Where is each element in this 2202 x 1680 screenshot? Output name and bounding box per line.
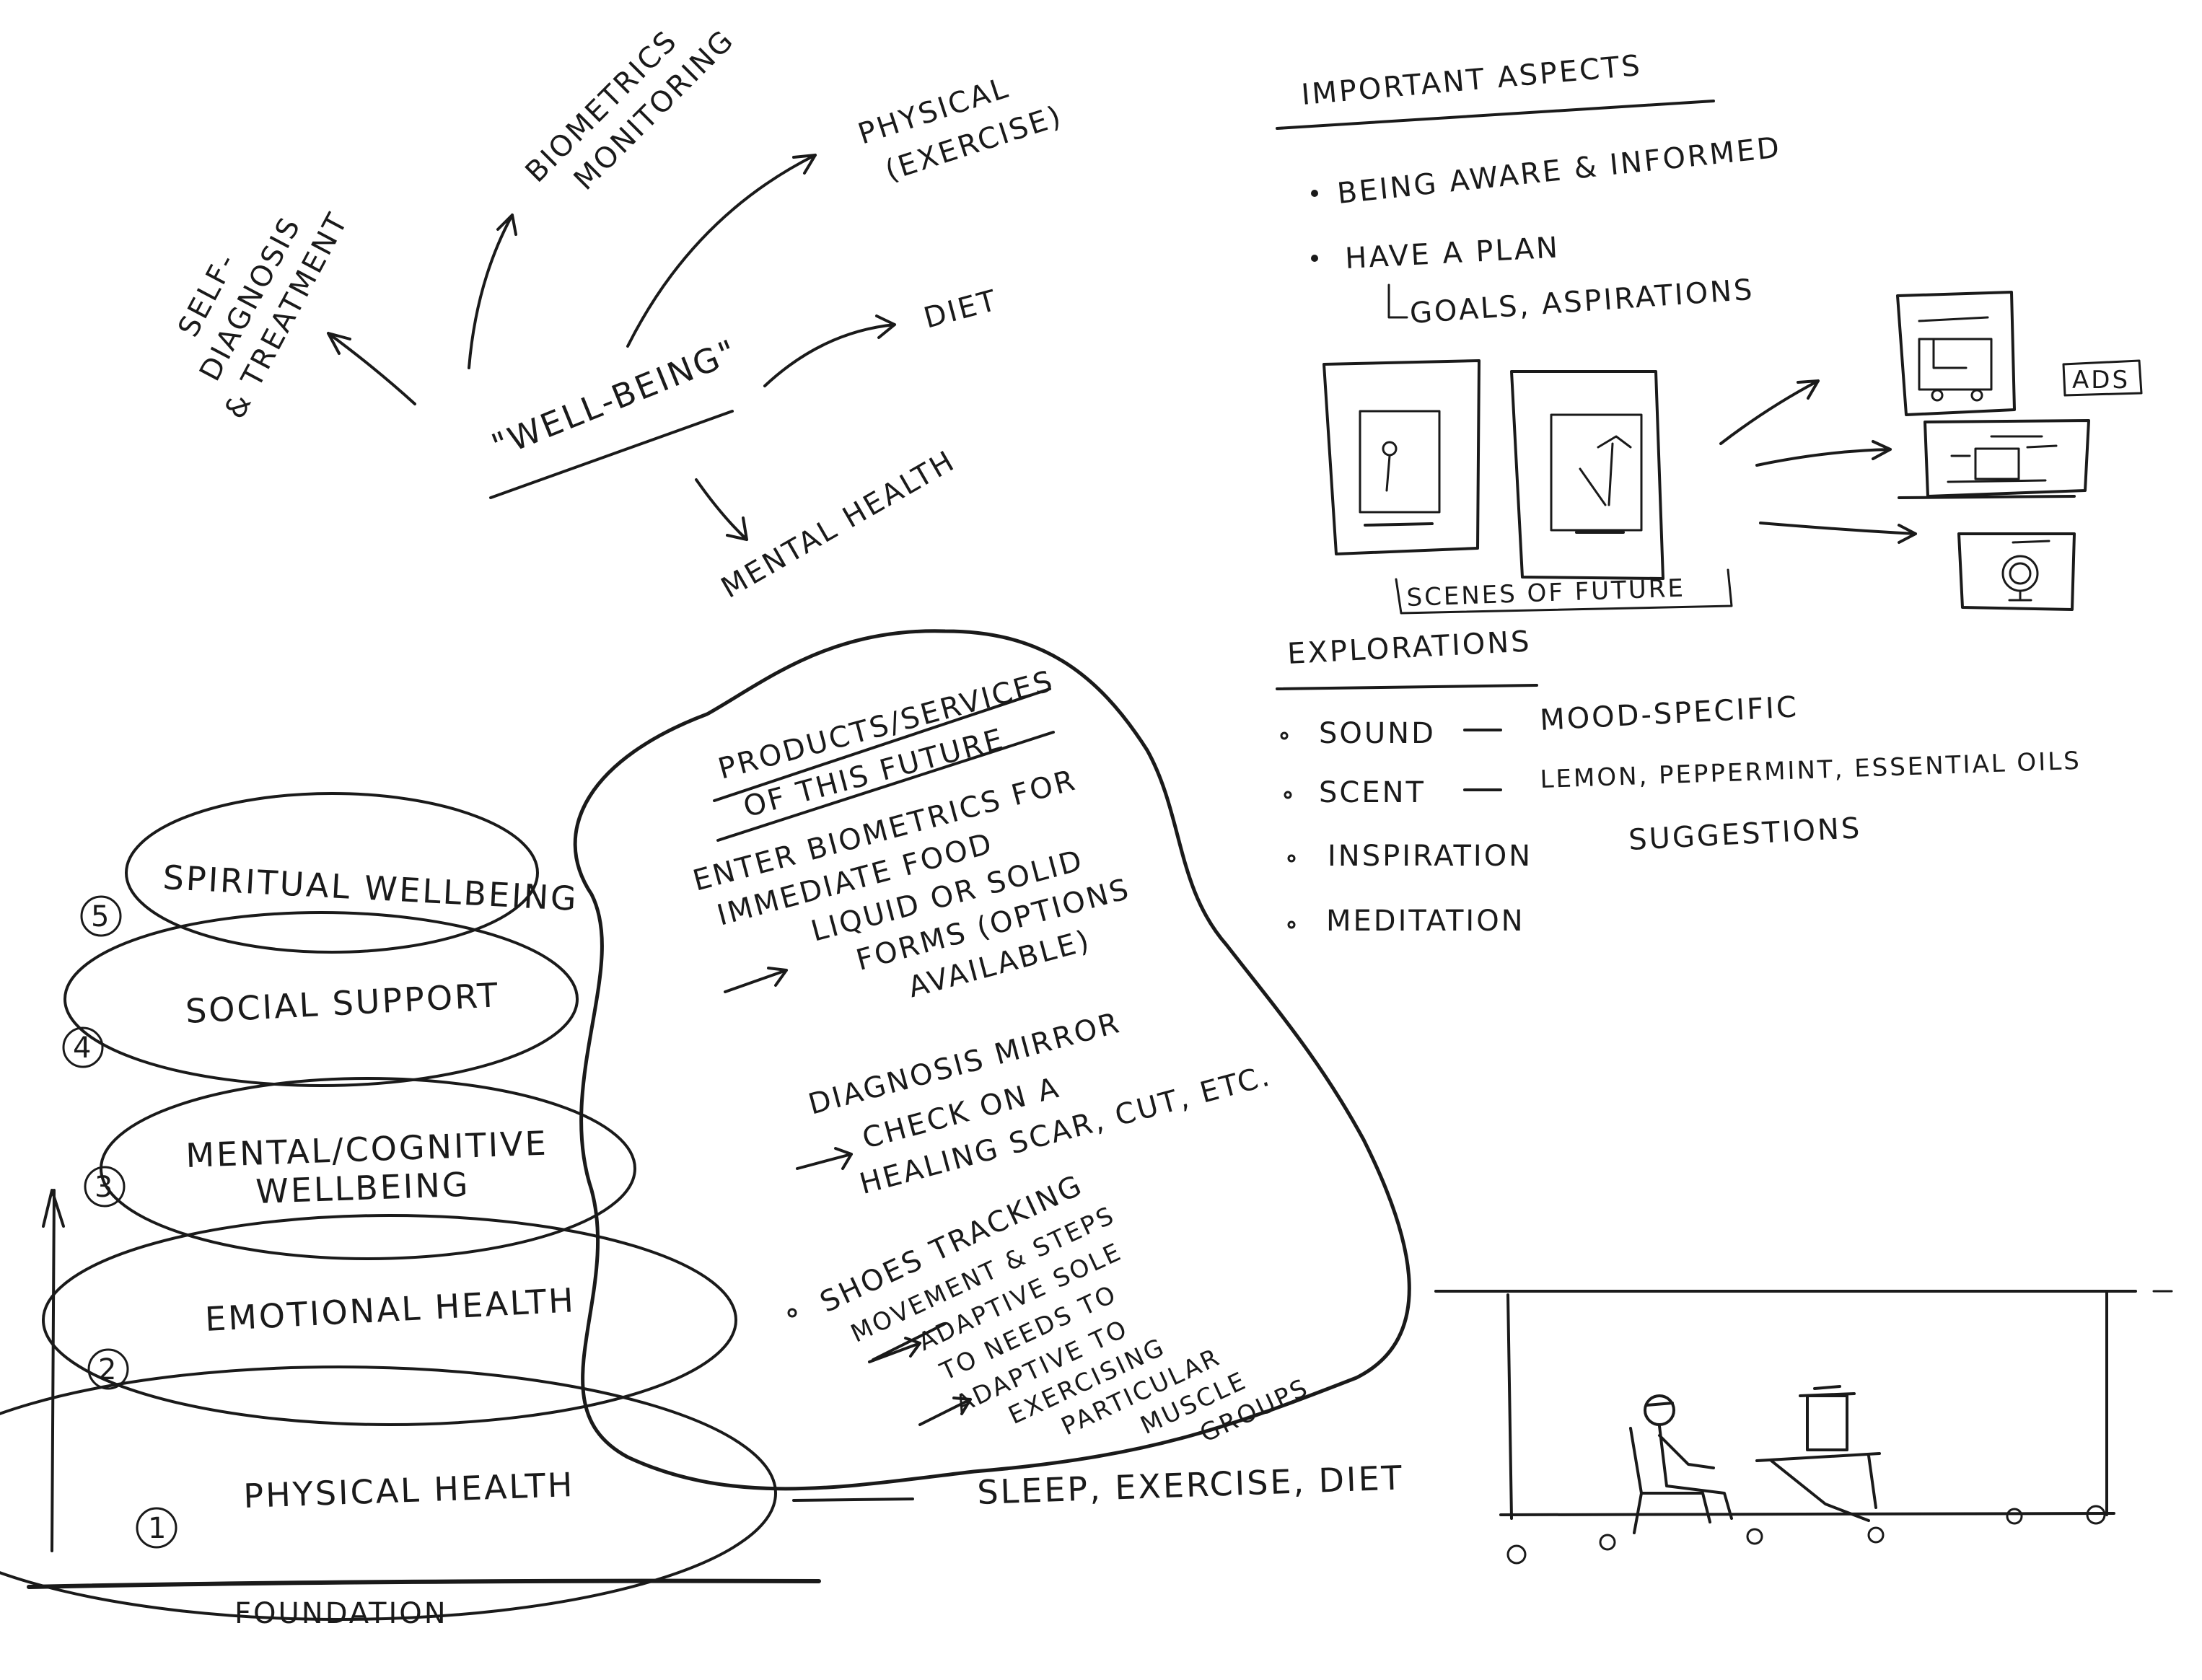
table-with-object	[1755, 1385, 1881, 1522]
ads-tag: ADS	[2062, 359, 2143, 397]
arrow-to-ad-1	[1719, 379, 1820, 445]
floor-dot-6	[2086, 1505, 2106, 1525]
foundation-label: FOUNDATION	[234, 1597, 448, 1630]
exploration-inspiration-value: SUGGESTIONS	[1628, 812, 1862, 857]
self-diagnosis-node: SELF- DIAGNOSIS & TREATMENT	[172, 206, 355, 424]
level-ellipse-4	[63, 911, 579, 1087]
level-4-number: 4	[73, 1032, 93, 1065]
aspect-bullet-1	[1311, 190, 1318, 197]
important-aspects-underline	[1276, 100, 1715, 130]
shoes-arrow-1	[868, 1337, 921, 1363]
level-5-number: 5	[91, 900, 111, 933]
explorations-underline	[1276, 684, 1538, 690]
level-1-circle	[136, 1507, 177, 1549]
physical-node: PHYSICAL (EXERCISE)	[854, 71, 1067, 188]
level-3-circle	[84, 1166, 126, 1208]
aspect-item-2: HAVE A PLAN	[1344, 231, 1561, 276]
exploration-bullet-2	[1284, 791, 1292, 799]
aspect-item-2-sub: GOALS, ASPIRATIONS	[1408, 273, 1755, 330]
diet-node: DIET	[921, 283, 1002, 335]
center-underline	[489, 410, 734, 499]
product-mirror: DIAGNOSIS MIRROR CHECK ON A HEALING SCAR…	[805, 1006, 1275, 1201]
exploration-sound-value: MOOD-SPECIFIC	[1539, 690, 1799, 737]
arrow-physical	[626, 154, 817, 348]
room-walls	[1506, 1291, 2108, 1520]
shoes-arrow-2	[918, 1397, 972, 1426]
biometrics-node: BIOMETRICS MONITORING	[519, 23, 742, 197]
sub-item-hook	[1387, 283, 1408, 319]
products-title-underlines	[713, 687, 1055, 842]
level-4-circle	[62, 1026, 104, 1068]
level-ellipse-2	[42, 1214, 737, 1426]
room-floor	[1499, 1512, 2115, 1516]
ad-frame-2	[1898, 419, 2090, 499]
floor-dot-1	[1506, 1544, 1527, 1565]
scenes-label-box	[1395, 568, 1733, 615]
level-3-label-line-1: MENTAL/COGNITIVE	[185, 1123, 548, 1175]
shoes-bullet	[787, 1308, 797, 1318]
important-aspects-section: IMPORTANT ASPECTS BEING AWARE & INFORMED…	[1276, 49, 2143, 615]
exploration-inspiration-label: INSPIRATION	[1328, 840, 1532, 873]
aspect-bullet-2	[1311, 255, 1318, 262]
explorations-section: EXPLORATIONS SOUND MOOD-SPECIFIC SCENT L…	[1276, 625, 2082, 938]
level-3-label-line-2: WELLBEING	[255, 1165, 470, 1211]
arrow-biometrics	[468, 214, 517, 369]
mindmap-center-label: "WELL-BEING"	[486, 331, 743, 465]
exploration-scent-value: LEMON, PEPPERMINT, ESSENTIAL OILS	[1540, 747, 2082, 794]
product-shoes: SHOES TRACKING MOVEMENT & STEPS ADAPTIVE…	[815, 1169, 1314, 1448]
arrow-mental-health	[695, 478, 748, 541]
ad-frame-1	[1896, 291, 2016, 416]
ad-frame-3	[1957, 532, 2076, 611]
wellbeing-hierarchy: FOUNDATION 5 SPIRITUAL WELLBEING 4 SOCIA…	[0, 792, 1405, 1630]
products-services-section: PRODUCTS/SERVICES OF THIS FUTURE ENTER B…	[573, 629, 1411, 1491]
ads-label: ADS	[2072, 366, 2130, 395]
products-blob-outline	[573, 629, 1411, 1491]
exploration-sound-label: SOUND	[1319, 717, 1436, 750]
arrow-self-diagnosis	[327, 332, 416, 405]
level-ellipse-1	[0, 1365, 777, 1621]
floor-dot-2	[1599, 1534, 1616, 1551]
physical-detail-connector	[792, 1498, 914, 1502]
biometrics-arrow	[724, 967, 788, 993]
level-3-number: 3	[95, 1171, 115, 1204]
exploration-bullet-3	[1287, 854, 1296, 863]
aspect-item-1: BEING AWARE & INFORMED	[1335, 131, 1783, 211]
level-2-circle	[87, 1348, 129, 1390]
foundation-line	[27, 1578, 821, 1589]
arrow-diet	[763, 315, 896, 387]
level-2-label: EMOTIONAL HEALTH	[204, 1280, 576, 1339]
arrow-to-ad-3	[1759, 522, 1917, 544]
level-5-label: SPIRITUAL WELLBEING	[162, 858, 579, 918]
level-5-circle	[80, 895, 122, 937]
level-2-number: 2	[98, 1353, 118, 1386]
scene-frame-right	[1510, 370, 1664, 580]
level-1-number: 1	[148, 1512, 168, 1545]
mindmap: "WELL-BEING" SELF- DIAGNOSIS & TREATMENT…	[172, 23, 1067, 605]
level-1-label: PHYSICAL HEALTH	[242, 1465, 575, 1516]
arrow-to-ad-2	[1755, 440, 1892, 467]
seated-person	[1629, 1394, 1733, 1534]
important-aspects-title: IMPORTANT ASPECTS	[1300, 49, 1644, 112]
strikethrough	[872, 1322, 947, 1361]
exploration-bullet-4	[1287, 920, 1296, 929]
mirror-arrow	[796, 1147, 853, 1170]
room-scene-sketch	[1434, 1290, 2173, 1565]
hierarchy-axis-arrow	[42, 1189, 65, 1552]
exploration-bullet-1	[1280, 731, 1289, 740]
exploration-meditation-label: MEDITATION	[1326, 905, 1525, 938]
scene-frame-left	[1322, 359, 1481, 555]
scenes-label: SCENES OF FUTURE	[1406, 574, 1686, 612]
floor-dot-5	[2006, 1508, 2023, 1525]
explorations-title: EXPLORATIONS	[1286, 625, 1532, 671]
level-ellipse-5	[125, 792, 539, 954]
mental-health-node: MENTAL HEALTH	[716, 444, 961, 605]
floor-dot-3	[1746, 1528, 1763, 1545]
exploration-scent-label: SCENT	[1319, 776, 1426, 809]
floor-dot-4	[1867, 1526, 1885, 1544]
level-4-label: SOCIAL SUPPORT	[185, 975, 501, 1031]
level-ellipse-3	[100, 1077, 636, 1260]
